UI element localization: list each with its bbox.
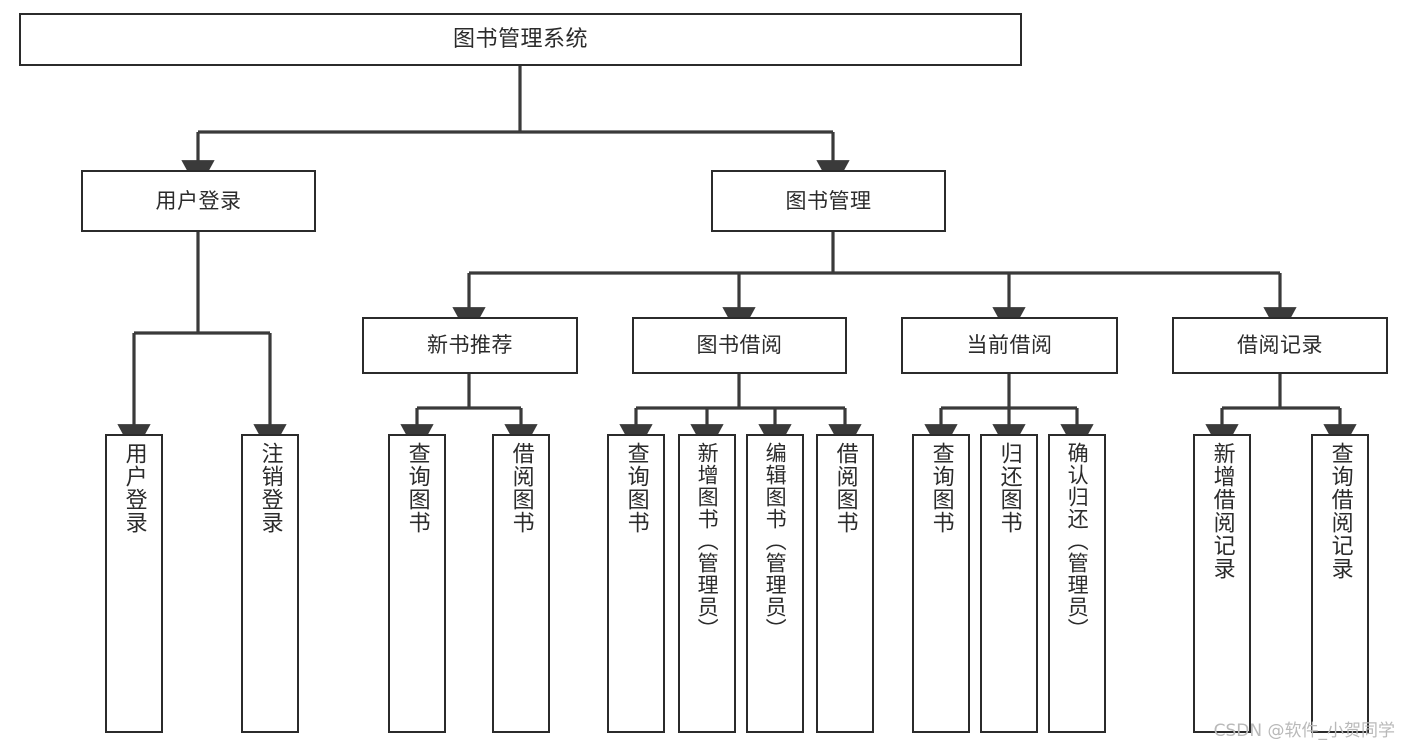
node-current-borrow[interactable]: 当前借阅 [901,317,1118,374]
node-label: 借阅图书 [508,442,534,534]
node-label: 查询图书 [404,442,430,534]
node-user-login[interactable]: 用户登录 [81,170,316,232]
node-leaf-borrow-book[interactable]: 借阅图书 [816,434,874,733]
node-leaf-edit-book-admin[interactable]: 编辑图书（管理员） [746,434,804,733]
node-label: 图书管理系统 [452,26,588,52]
node-leaf-add-book-admin[interactable]: 新增图书（管理员） [678,434,736,733]
node-leaf-logout[interactable]: 注销登录 [241,434,299,733]
csdn-watermark: CSDN @软件_小贺同学 [1213,721,1395,741]
node-label: 用户登录 [155,188,242,213]
node-leaf-add-borrow-record[interactable]: 新增借阅记录 [1193,434,1251,733]
node-label: 查询图书 [928,442,954,534]
node-label: 图书管理 [785,188,872,213]
node-root-book-management-system[interactable]: 图书管理系统 [19,13,1022,66]
node-label: 用户登录 [121,442,147,534]
node-label: 新增图书（管理员） [695,442,720,640]
node-leaf-query-borrow-record[interactable]: 查询借阅记录 [1311,434,1369,733]
node-label: 新增借阅记录 [1209,442,1235,580]
node-borrow-record[interactable]: 借阅记录 [1172,317,1388,374]
node-leaf-return-book[interactable]: 归还图书 [980,434,1038,733]
node-label: 借阅图书 [832,442,858,534]
node-leaf-query-book-borrow[interactable]: 查询图书 [607,434,665,733]
node-leaf-confirm-return-admin[interactable]: 确认归还（管理员） [1048,434,1106,733]
node-label: 图书借阅 [696,333,783,358]
node-label: 确认归还（管理员） [1065,442,1090,640]
node-label: 归还图书 [996,442,1022,534]
node-label: 借阅记录 [1237,333,1323,358]
node-leaf-query-book-newbook[interactable]: 查询图书 [388,434,446,733]
node-book-borrow[interactable]: 图书借阅 [632,317,847,374]
node-label: 查询图书 [623,442,649,534]
node-book-management[interactable]: 图书管理 [711,170,946,232]
node-leaf-query-book-current[interactable]: 查询图书 [912,434,970,733]
node-label: 查询借阅记录 [1327,442,1353,580]
node-label: 编辑图书（管理员） [763,442,788,640]
node-leaf-borrow-book-newbook[interactable]: 借阅图书 [492,434,550,733]
node-label: 新书推荐 [427,333,513,358]
node-label: 注销登录 [257,442,283,534]
node-label: 当前借阅 [966,333,1053,358]
node-new-book-recommendation[interactable]: 新书推荐 [362,317,578,374]
node-leaf-user-login[interactable]: 用户登录 [105,434,163,733]
